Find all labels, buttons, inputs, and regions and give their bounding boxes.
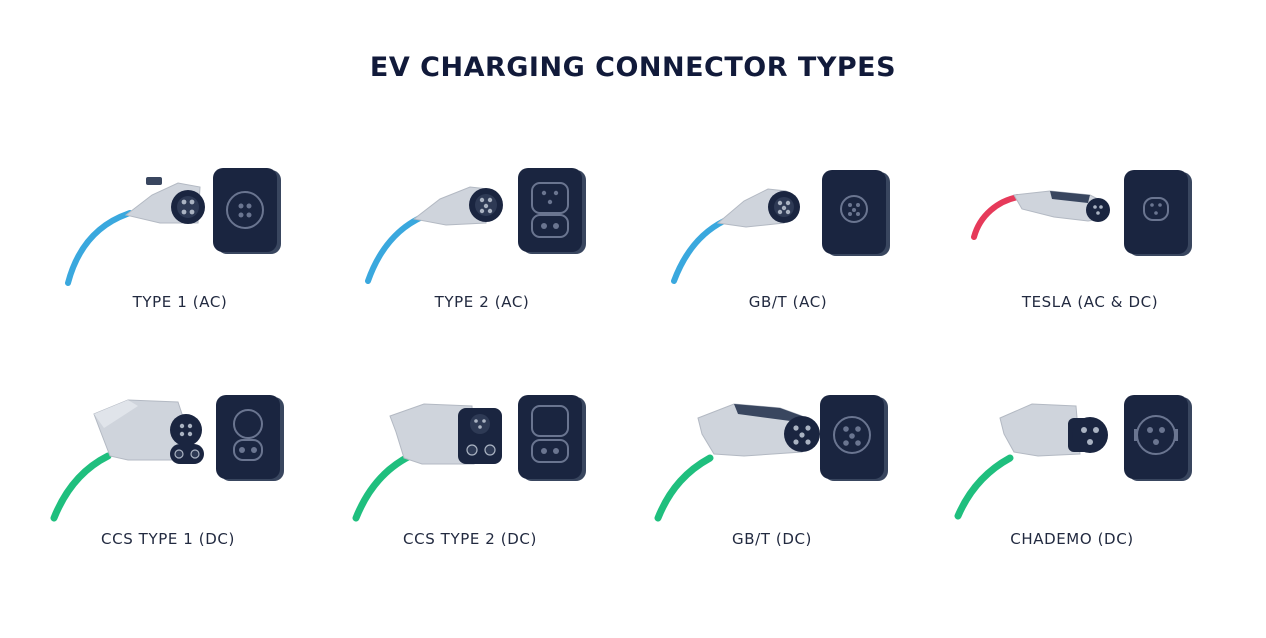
connector-gbt-ac: GB/T (AC) bbox=[668, 165, 968, 365]
type2-plug-icon bbox=[365, 168, 586, 284]
connector-label: CCS TYPE 1 (DC) bbox=[101, 530, 235, 548]
chademo-plug-icon bbox=[954, 395, 1192, 520]
tesla-plug-icon bbox=[971, 170, 1192, 256]
connector-tesla: TESLA (AC & DC) bbox=[970, 165, 1266, 365]
connector-label: GB/T (DC) bbox=[731, 530, 813, 548]
type1-plug-icon bbox=[65, 168, 281, 286]
gbt-dc-plug-icon bbox=[654, 395, 888, 522]
connector-ccs1: CCS TYPE 1 (DC) bbox=[48, 390, 348, 590]
connector-gbt-dc: GB/T (DC) bbox=[652, 390, 952, 590]
connector-label: CHADEMO (DC) bbox=[1010, 530, 1134, 548]
connector-label: CCS TYPE 2 (DC) bbox=[403, 530, 537, 548]
connector-ccs2: CCS TYPE 2 (DC) bbox=[350, 390, 650, 590]
connector-label: TESLA (AC & DC) bbox=[1021, 293, 1159, 311]
connector-label: GB/T (AC) bbox=[748, 293, 828, 311]
connector-label: TYPE 1 (AC) bbox=[132, 293, 228, 311]
page-title: EV CHARGING CONNECTOR TYPES bbox=[369, 52, 897, 83]
ccs2-plug-icon bbox=[352, 395, 586, 522]
connector-chademo: CHADEMO (DC) bbox=[952, 390, 1252, 590]
connector-type2: TYPE 2 (AC) bbox=[362, 165, 662, 365]
connector-label: TYPE 2 (AC) bbox=[434, 293, 530, 311]
gbt-ac-plug-icon bbox=[671, 170, 890, 284]
connector-type1: TYPE 1 (AC) bbox=[60, 165, 360, 365]
ccs1-plug-icon bbox=[50, 395, 284, 522]
